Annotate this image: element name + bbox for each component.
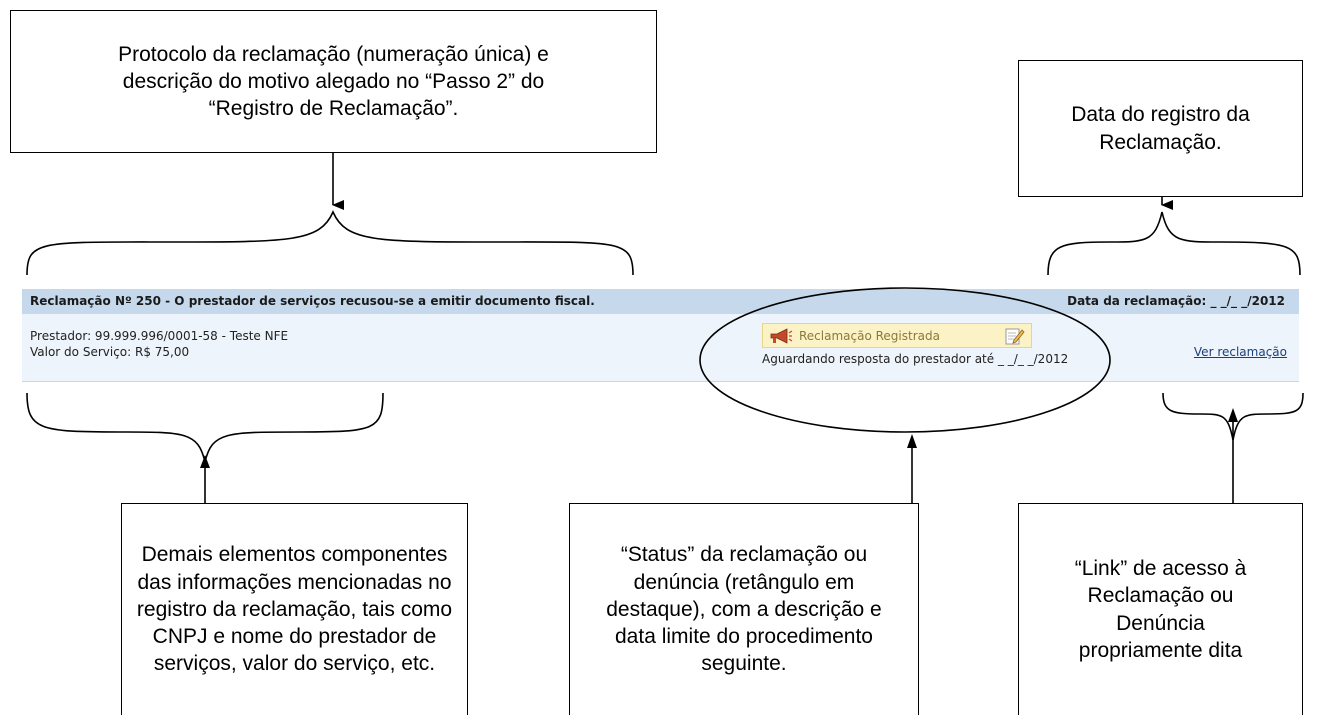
brace-date: [1047, 211, 1301, 276]
brace-protocol: [26, 209, 634, 276]
callout-protocol: Protocolo da reclamação (numeração única…: [10, 10, 657, 153]
complaint-header: Reclamação Nº 250 - O prestador de servi…: [22, 289, 1299, 314]
edit-note-icon: [1005, 327, 1025, 348]
callout-link: “Link” de acesso à Reclamação ou Denúnci…: [1018, 503, 1303, 715]
callout-date: Data do registro da Reclamação.: [1018, 60, 1303, 197]
megaphone-icon: [769, 328, 793, 347]
status-label: Reclamação Registrada: [799, 329, 940, 343]
callout-status: “Status” da reclamação ou denúncia (retâ…: [569, 503, 919, 715]
view-complaint-link[interactable]: Ver reclamação: [1193, 345, 1287, 359]
status-note: Aguardando resposta do prestador até _ _…: [762, 352, 1069, 366]
service-value-text: Valor do Serviço: R$ 75,00: [30, 345, 190, 359]
complaint-date: Data da reclamação: _ _/_ _/2012: [1067, 294, 1285, 308]
complaint-title: Reclamação Nº 250 - O prestador de servi…: [30, 294, 595, 308]
complaint-info: Prestador: 99.999.996/0001-58 - Teste NF…: [30, 328, 288, 360]
brace-link: [1162, 392, 1304, 441]
status-badge: Reclamação Registrada: [762, 323, 1032, 348]
complaint-panel: Reclamação Nº 250 - O prestador de servi…: [22, 289, 1299, 382]
complaint-body: Prestador: 99.999.996/0001-58 - Teste NF…: [22, 314, 1299, 382]
provider-text: Prestador: 99.999.996/0001-58 - Teste NF…: [30, 329, 289, 343]
brace-details: [26, 392, 384, 463]
callout-details: Demais elementos componentes das informa…: [121, 503, 468, 715]
